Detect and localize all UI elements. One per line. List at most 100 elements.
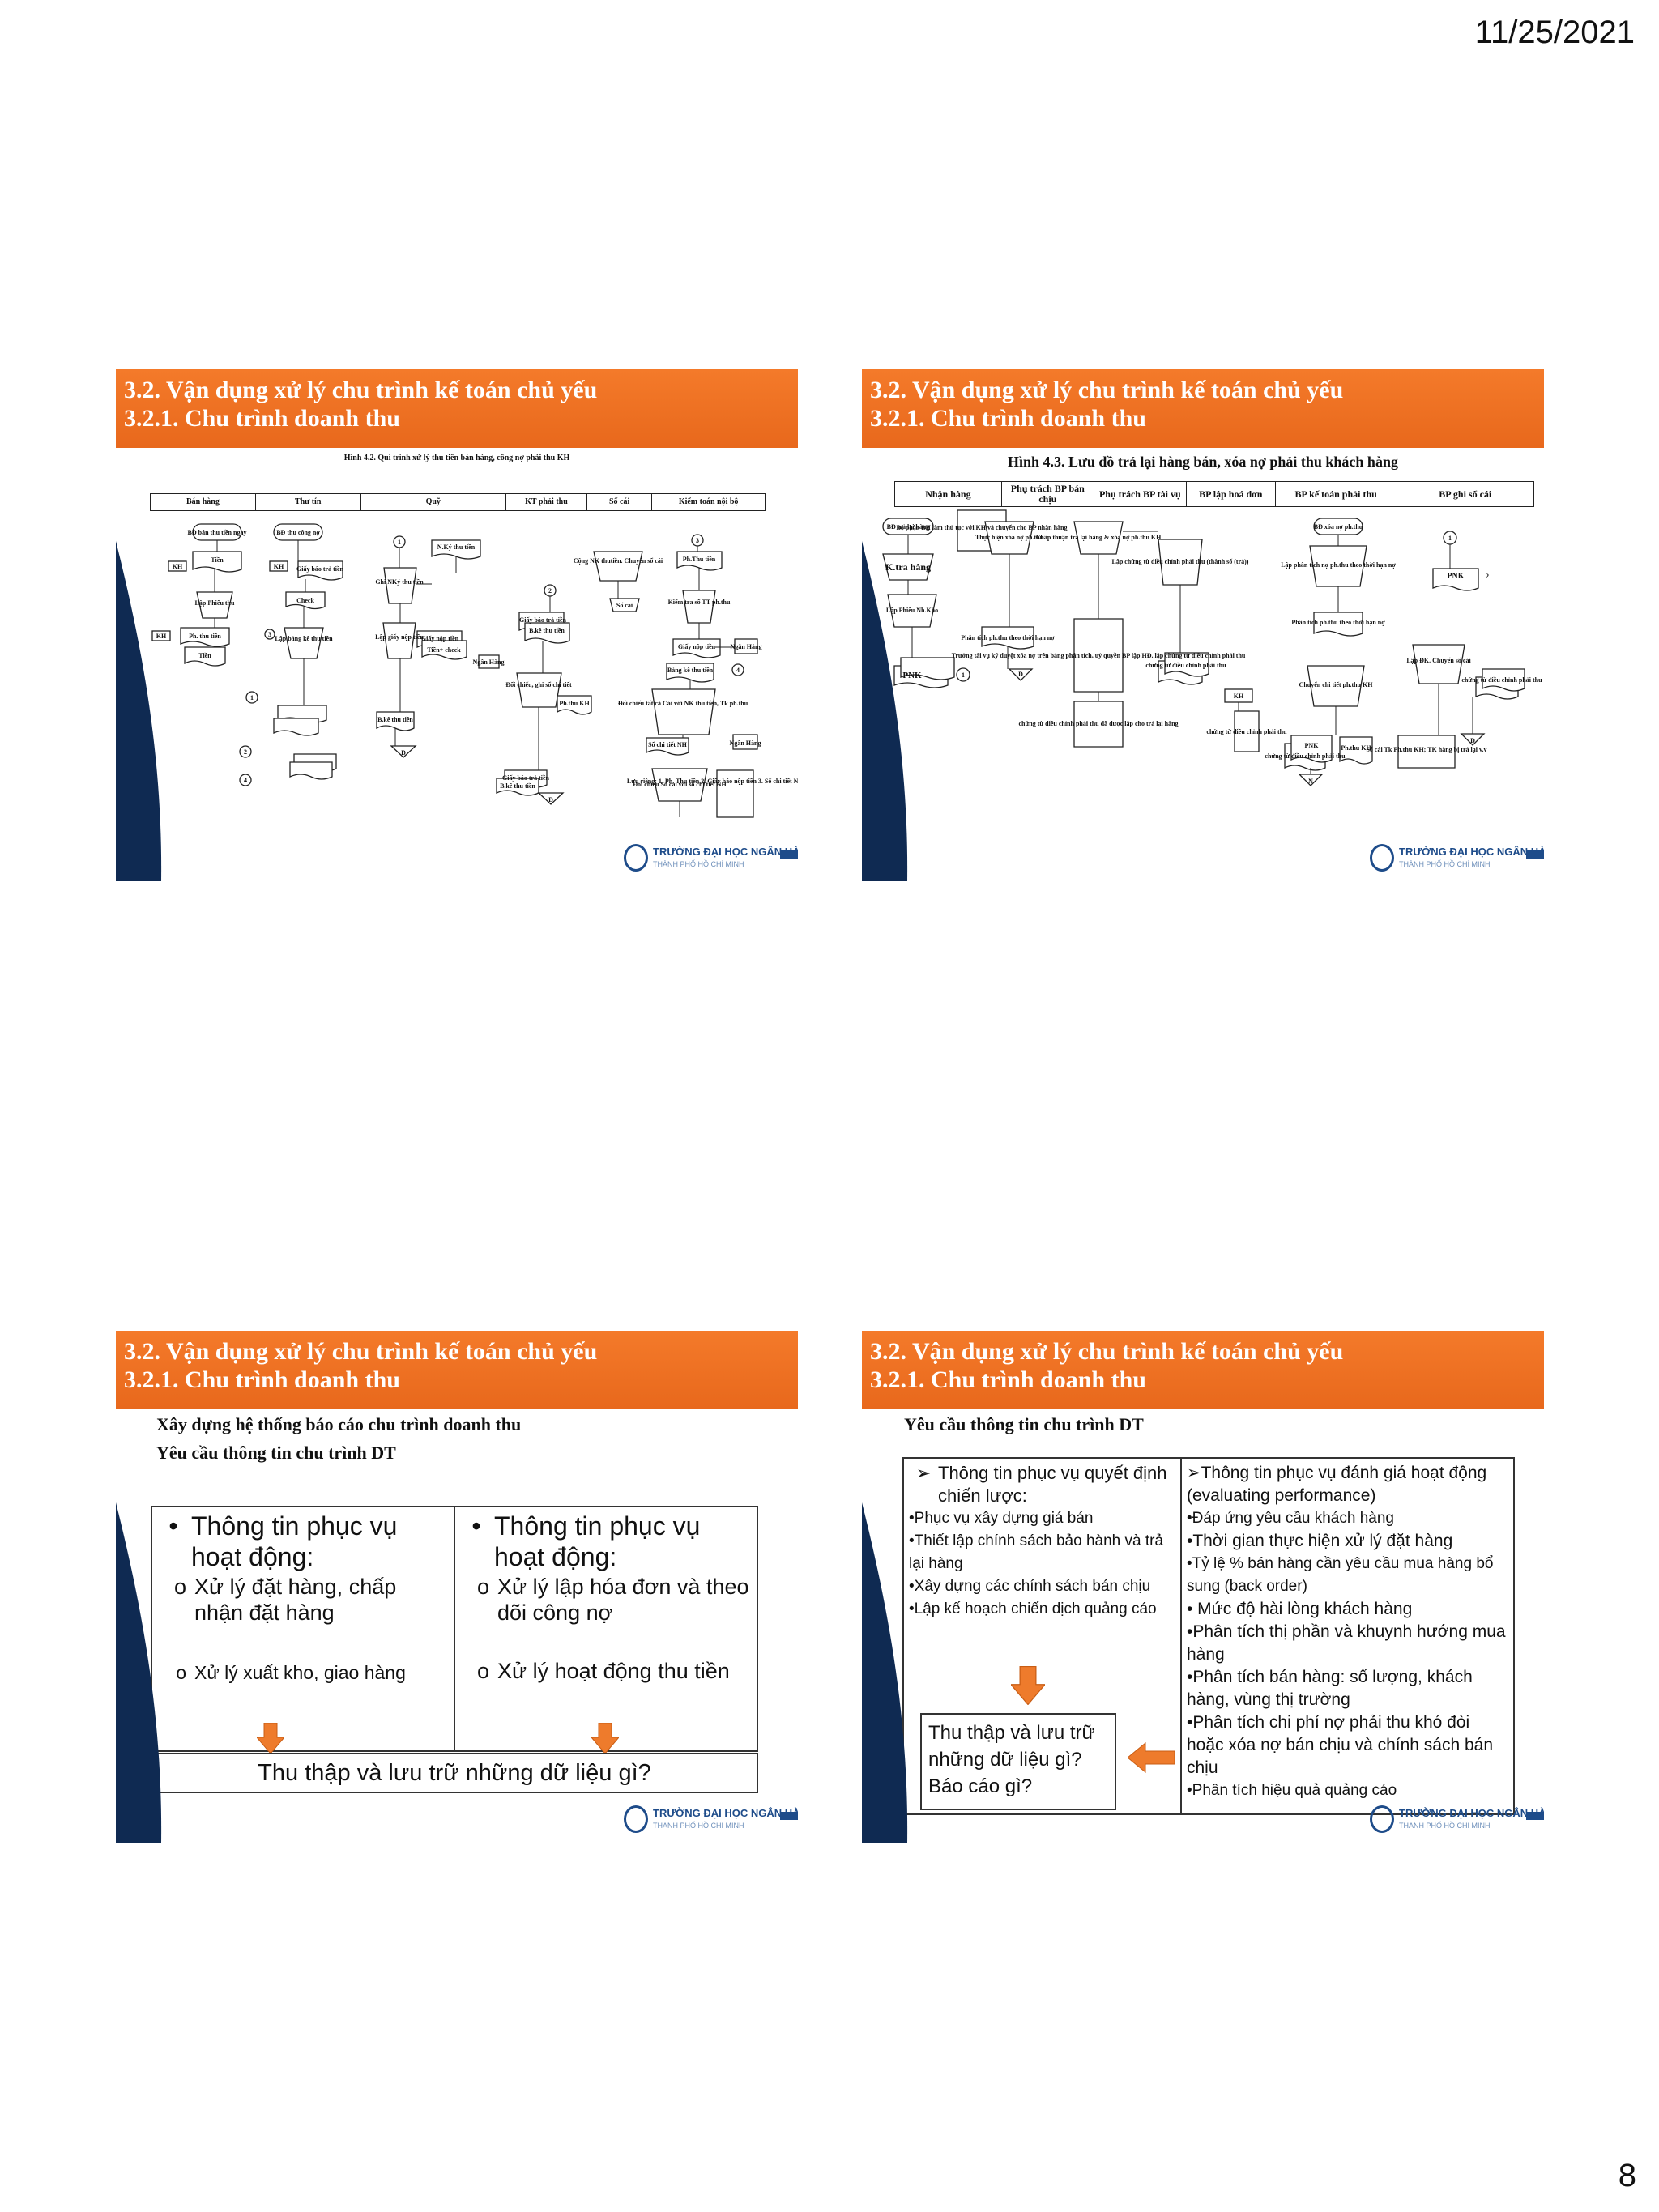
svg-text:Giấy báo trả tiền: Giấy báo trả tiền <box>502 774 550 782</box>
university-logo: TRƯỜNG ĐẠI HỌC NGÂN HÀNG THÀNH PHỐ HỒ CH… <box>1370 842 1544 875</box>
slide4-subtitle: Yêu cầu thông tin chu trình DT <box>904 1414 1144 1434</box>
svg-text:Lưu riêng: 1. Ph. Thu tiền 2.: Lưu riêng: 1. Ph. Thu tiền 2. Giấy báo n… <box>627 778 798 785</box>
svg-text:K.tra hàng: K.tra hàng <box>885 561 931 573</box>
lane-kt-phai-thu: KT phải thu <box>506 494 588 510</box>
svg-text:chứng từ điều chỉnh phải thu: chứng từ điều chỉnh phải thu <box>1206 728 1287 735</box>
svg-text:Đối chiếu, ghi sổ chi tiết: Đối chiếu, ghi sổ chi tiết <box>505 681 572 688</box>
decorative-curve <box>116 541 162 881</box>
header-line2: 3.2.1. Chu trình doanh thu <box>870 405 1146 432</box>
header-line1: 3.2. Vận dụng xử lý chu trình kế toán ch… <box>870 377 1344 403</box>
svg-text:Lập chứng từ điều chỉnh phải t: Lập chứng từ điều chỉnh phải thu (thành … <box>1112 558 1249 565</box>
page-date: 11/25/2021 <box>1474 15 1635 50</box>
svg-text:PNK: PNK <box>1305 742 1320 749</box>
svg-text:chứng từ điều chỉnh phải thu đ: chứng từ điều chỉnh phải thu đã được lập… <box>1018 720 1178 727</box>
svg-text:3: 3 <box>268 631 271 638</box>
svg-text:4: 4 <box>736 667 740 674</box>
svg-text:Ph.thu KH: Ph.thu KH <box>1341 744 1371 752</box>
slide-header: 3.2. Vận dụng xử lý chu trình kế toán ch… <box>116 1331 798 1409</box>
flowchart: BĐ bán thu tiền ngay BĐ thu công nợ KH T… <box>151 523 798 818</box>
slide3-subtitle-2: Yêu cầu thông tin chu trình DT <box>156 1443 396 1463</box>
svg-text:Cộng NK thutiền. Chuyển sổ cái: Cộng NK thutiền. Chuyển sổ cái <box>574 557 663 565</box>
down-arrow-icon <box>257 1723 284 1754</box>
svg-text:chứng từ điều chỉnh phải thu: chứng từ điều chỉnh phải thu <box>1145 662 1226 669</box>
svg-text:N: N <box>1308 778 1313 785</box>
svg-text:PNK: PNK <box>902 671 922 680</box>
svg-text:Sổ cái: Sổ cái <box>616 602 633 609</box>
svg-text:1: 1 <box>962 671 965 679</box>
lane-quy: Quỹ <box>361 494 506 510</box>
slide-3: 3.2. Vận dụng xử lý chu trình kế toán ch… <box>116 1331 798 1843</box>
svg-text:Trưởng tài vụ ký duyệt xóa nợ: Trưởng tài vụ ký duyệt xóa nợ trên bảng … <box>952 652 1246 659</box>
seal-icon <box>1370 1805 1394 1833</box>
decorative-curve <box>116 1502 162 1843</box>
left-arrow-icon <box>1128 1742 1175 1773</box>
svg-text:Lập Phiếu thu: Lập Phiếu thu <box>195 599 235 607</box>
svg-text:Sổ cái Tk Ph.thu KH; TK hàng b: Sổ cái Tk Ph.thu KH; TK hàng bị trả lại … <box>1366 746 1486 753</box>
performance-info-column: ➢Thông tin phục vụ đánh giá hoạt động (e… <box>1187 1464 1506 1799</box>
svg-text:Phân tích ph.thu theo thời hạn: Phân tích ph.thu theo thời hạn nợ <box>1291 619 1385 626</box>
slide-header: 3.2. Vận dụng xử lý chu trình kế toán ch… <box>862 1331 1544 1409</box>
header-line2: 3.2.1. Chu trình doanh thu <box>124 405 400 432</box>
lane-so-cai: Sổ cái <box>587 494 653 510</box>
svg-text:Lập Phiếu Nh.Kho: Lập Phiếu Nh.Kho <box>886 607 938 614</box>
svg-text:D: D <box>1470 737 1475 744</box>
svg-text:KH: KH <box>274 563 284 570</box>
seal-icon <box>624 844 648 872</box>
decorative-curve <box>862 1502 908 1843</box>
svg-text:Bảng kê thu tiền: Bảng kê thu tiền <box>667 667 714 674</box>
svg-text:Ph.thu KH: Ph.thu KH <box>559 700 590 707</box>
header-line2: 3.2.1. Chu trình doanh thu <box>870 1366 1146 1393</box>
svg-text:Ph. thu tiền: Ph. thu tiền <box>189 633 221 640</box>
svg-text:4: 4 <box>244 777 247 784</box>
arrow-bullet-icon: ➢ <box>1187 1464 1201 1482</box>
svg-text:Chấp thuận trả lại hàng & xóa: Chấp thuận trả lại hàng & xóa nợ ph.thu … <box>1036 534 1162 541</box>
svg-text:B.kê thu tiền: B.kê thu tiền <box>529 627 565 634</box>
svg-text:Giấy báo trả tiền: Giấy báo trả tiền <box>296 565 344 573</box>
svg-text:Giấy nộp tiền: Giấy nộp tiền <box>678 643 716 650</box>
lane-header: Bán hàng Thư tín Quỹ KT phải thu Sổ cái … <box>150 493 766 511</box>
svg-text:B.kê thu tiền: B.kê thu tiền <box>500 782 535 790</box>
svg-text:D: D <box>548 796 553 803</box>
svg-text:Sổ chi tiết NH: Sổ chi tiết NH <box>648 741 688 748</box>
svg-text:1: 1 <box>398 539 401 546</box>
arrow-bullet-icon: ➢ <box>915 1463 932 1483</box>
lane-ban-hang: Bán hàng <box>151 494 256 510</box>
lane-thu-tin: Thư tín <box>256 494 361 510</box>
svg-text:Giấy nộp tiền: Giấy nộp tiền <box>421 635 459 642</box>
flowchart: BĐ trả lại hàng Bộ phận BH làm thủ tục v… <box>882 509 1542 786</box>
svg-text:Đối chiếu Sổ cái với sổ chi ti: Đối chiếu Sổ cái với sổ chi tiết NH <box>633 781 727 788</box>
lane-header: Nhận hàng Phụ trách BP bán chịu Phụ trác… <box>894 481 1534 507</box>
svg-text:Lập bảng kê thu tiền: Lập bảng kê thu tiền <box>275 635 333 642</box>
decorative-curve <box>862 541 908 881</box>
svg-text:Đối chiếu tất cả Cái với NK th: Đối chiếu tất cả Cái với NK thu tiền, Tk… <box>618 700 748 707</box>
svg-text:Ph.Thu tiền: Ph.Thu tiền <box>683 556 716 563</box>
header-line1: 3.2. Vận dụng xử lý chu trình kế toán ch… <box>124 1338 598 1365</box>
down-arrow-icon <box>591 1723 619 1754</box>
lane-kiem-toan: Kiểm toán nội bộ <box>678 497 739 506</box>
svg-text:Ngân Hàng: Ngân Hàng <box>730 739 761 747</box>
slide3-subtitle-1: Xây dựng hệ thống báo cáo chu trình doan… <box>156 1414 522 1434</box>
svg-text:PNK: PNK <box>1447 572 1464 581</box>
svg-text:D: D <box>401 749 406 757</box>
svg-text:Tiền: Tiền <box>211 556 224 564</box>
svg-text:2: 2 <box>1486 573 1489 580</box>
strategic-info-column: ➢ Thông tin phục vụ quyết định chiến lượ… <box>904 1459 1182 1813</box>
svg-text:KH: KH <box>173 563 183 570</box>
svg-text:2: 2 <box>244 748 247 756</box>
svg-text:Lập giấy nộp tiền: Lập giấy nộp tiền <box>375 633 424 641</box>
svg-text:2: 2 <box>548 587 552 595</box>
data-question-box: Thu thập và lưu trữ những dữ liệu gì? <box>151 1753 758 1793</box>
svg-text:Ngân Hàng: Ngân Hàng <box>731 643 762 650</box>
svg-text:Kiểm tra số TT ph.thu: Kiểm tra số TT ph.thu <box>668 599 731 606</box>
university-logo: TRƯỜNG ĐẠI HỌC NGÂN HÀNG THÀNH PHỐ HỒ CH… <box>624 1804 798 1836</box>
info-requirements-box: ➢ Thông tin phục vụ quyết định chiến lượ… <box>902 1457 1515 1815</box>
svg-text:Chuyển chi tiết ph.thu KH: Chuyển chi tiết ph.thu KH <box>1299 681 1374 688</box>
header-line1: 3.2. Vận dụng xử lý chu trình kế toán ch… <box>870 1338 1344 1365</box>
svg-text:KH: KH <box>156 633 167 640</box>
slide-4: 3.2. Vận dụng xử lý chu trình kế toán ch… <box>862 1331 1544 1843</box>
svg-text:Giấy báo trả tiền: Giấy báo trả tiền <box>519 616 567 624</box>
svg-text:N.Ký thu tiền: N.Ký thu tiền <box>437 543 476 551</box>
svg-text:BĐ trả lại hàng: BĐ trả lại hàng <box>887 523 930 531</box>
